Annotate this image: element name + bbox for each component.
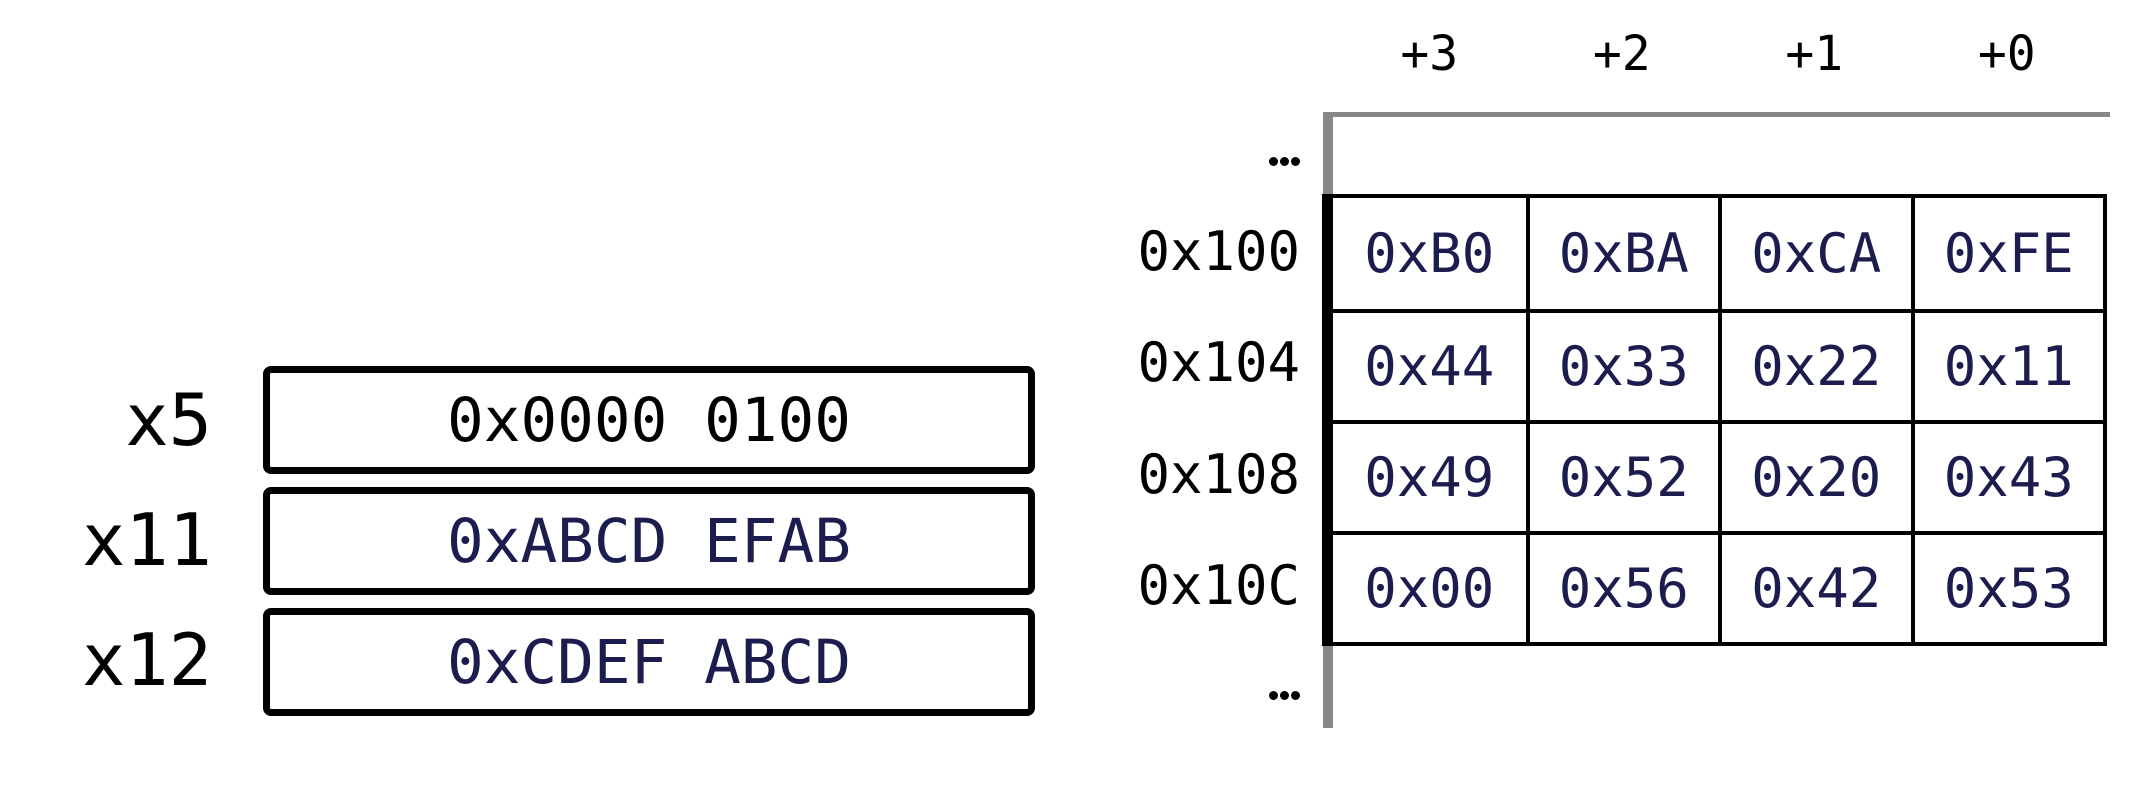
memory-cell-0x100: 0xFE <box>1910 198 2103 309</box>
byte-offset-label-0: +0 <box>1977 26 2036 82</box>
memory-cell-0x10D: 0x42 <box>1718 531 1911 642</box>
memory-axis-vertical-line-bottom <box>1323 646 1333 728</box>
byte-offset-label-1: +1 <box>1785 26 1844 82</box>
ellipsis-bottom <box>1100 691 1300 700</box>
memory-cell-0x10B: 0x49 <box>1333 420 1526 531</box>
memory-table-left-edge-bar <box>1322 194 1333 646</box>
ellipsis-dot <box>1291 157 1300 166</box>
ellipsis-top <box>1100 157 1300 166</box>
memory-axis-horizontal-line <box>1323 112 2110 117</box>
memory-cell-0x104: 0x11 <box>1910 309 2103 420</box>
memory-cell-0x10F: 0x00 <box>1333 531 1526 642</box>
memory-cell-0x107: 0x44 <box>1333 309 1526 420</box>
memory-cell-0x10C: 0x53 <box>1910 531 2103 642</box>
ellipsis-dot <box>1280 157 1289 166</box>
memory-cell-0x109: 0x20 <box>1718 420 1911 531</box>
memory-cell-0x10E: 0x56 <box>1525 531 1718 642</box>
register-value-x12: 0xCDEF ABCD <box>447 626 851 698</box>
memory-byte-grid: 0xB0 0xBA 0xCA 0xFE 0x44 0x33 0x22 0x11 … <box>1333 194 2107 646</box>
memory-address-label: 0x100 <box>1137 220 1300 283</box>
memory-axis-vertical-line-top <box>1323 112 1333 194</box>
byte-offset-label-2: +2 <box>1592 26 1651 82</box>
memory-cell-0x101: 0xCA <box>1718 198 1911 309</box>
ellipsis-dot <box>1291 691 1300 700</box>
memory-address-label: 0x10C <box>1137 554 1300 617</box>
register-value-box-x12: 0xCDEF ABCD <box>263 608 1035 716</box>
memory-cell-0x106: 0x33 <box>1525 309 1718 420</box>
ellipsis-dot <box>1269 157 1278 166</box>
memory-cell-0x103: 0xB0 <box>1333 198 1526 309</box>
memory-cell-0x105: 0x22 <box>1718 309 1911 420</box>
byte-offset-label-3: +3 <box>1400 26 1459 82</box>
register-value-box-x11: 0xABCD EFAB <box>263 487 1035 595</box>
register-value-x5: 0x0000 0100 <box>447 384 851 456</box>
memory-cell-0x102: 0xBA <box>1525 198 1718 309</box>
register-label-x5: x5 <box>125 378 212 462</box>
register-value-box-x5: 0x0000 0100 <box>263 366 1035 474</box>
register-label-x12: x12 <box>81 618 212 702</box>
memory-cell-0x108: 0x43 <box>1910 420 2103 531</box>
memory-cell-0x10A: 0x52 <box>1525 420 1718 531</box>
byte-offset-header-row: +3 +2 +1 +0 <box>1333 22 2103 86</box>
register-value-x11: 0xABCD EFAB <box>447 505 851 577</box>
register-label-x11: x11 <box>81 498 212 582</box>
memory-address-label: 0x104 <box>1137 331 1300 394</box>
memory-address-label: 0x108 <box>1137 443 1300 506</box>
ellipsis-dot <box>1280 691 1289 700</box>
ellipsis-dot <box>1269 691 1278 700</box>
